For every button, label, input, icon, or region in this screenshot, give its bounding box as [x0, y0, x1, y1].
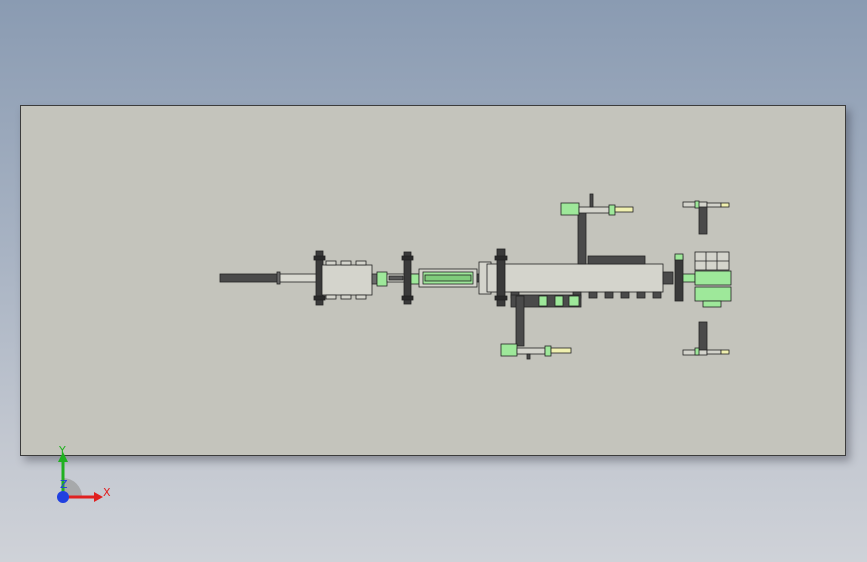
x-axis-label: X: [103, 486, 111, 499]
drive-coupling[interactable]: [418, 261, 498, 295]
y-axis-label: Y: [58, 444, 66, 457]
upper-bracket[interactable]: [682, 200, 730, 235]
drawing-sheet[interactable]: [20, 105, 846, 456]
lower-arm[interactable]: [500, 295, 572, 360]
z-axis-icon: [57, 491, 69, 503]
end-assembly[interactable]: [674, 251, 732, 308]
z-axis-label: Z: [60, 478, 68, 491]
main-housing[interactable]: [504, 255, 674, 308]
lower-bracket[interactable]: [682, 321, 730, 356]
triad-plane-icon: [63, 478, 82, 497]
roller-unit-3[interactable]: [486, 248, 508, 307]
roller-unit-2[interactable]: [401, 251, 420, 305]
assembly-model[interactable]: [21, 106, 847, 457]
axis-triad: Y X Z: [57, 444, 111, 503]
input-shaft[interactable]: [219, 271, 324, 285]
upper-arm[interactable]: [560, 193, 634, 265]
